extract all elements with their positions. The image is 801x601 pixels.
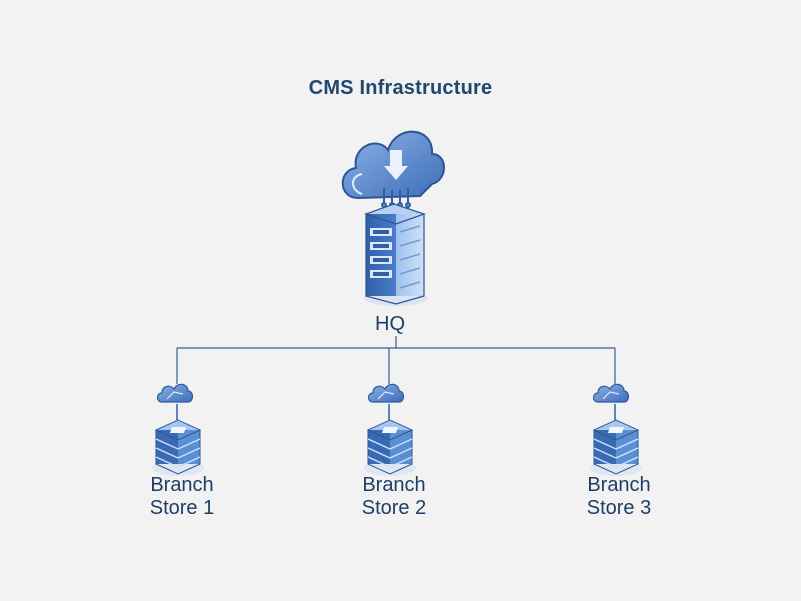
branch-2-cloud-icon bbox=[367, 383, 405, 403]
diagram-title: CMS Infrastructure bbox=[308, 77, 493, 99]
branch-store-2-line1: Branch bbox=[362, 474, 426, 496]
network-connectors bbox=[176, 336, 616, 384]
branch-3-cloud-icon bbox=[592, 383, 630, 403]
branch-store-1-line1: Branch bbox=[150, 474, 214, 496]
branch-1-cloud-icon bbox=[156, 383, 194, 403]
branch-store-1-line2: Store 1 bbox=[149, 497, 215, 519]
branch-store-2-line2: Store 2 bbox=[361, 497, 427, 519]
branch-store-2-label: Branch Store 2 bbox=[324, 474, 464, 520]
branch-store-3-line1: Branch bbox=[587, 474, 651, 496]
branch-2-server-icon bbox=[363, 419, 417, 477]
hq-server-rack-icon bbox=[364, 203, 428, 306]
branch-store-3-line2: Store 3 bbox=[586, 497, 652, 519]
branch-store-3-label: Branch Store 3 bbox=[549, 474, 689, 520]
branch-store-1-label: Branch Store 1 bbox=[112, 474, 252, 520]
branch-1-server-icon bbox=[151, 419, 205, 477]
hq-cloud-icon bbox=[341, 130, 445, 200]
branch-3-server-icon bbox=[589, 419, 643, 477]
hq-label: HQ bbox=[375, 313, 405, 335]
